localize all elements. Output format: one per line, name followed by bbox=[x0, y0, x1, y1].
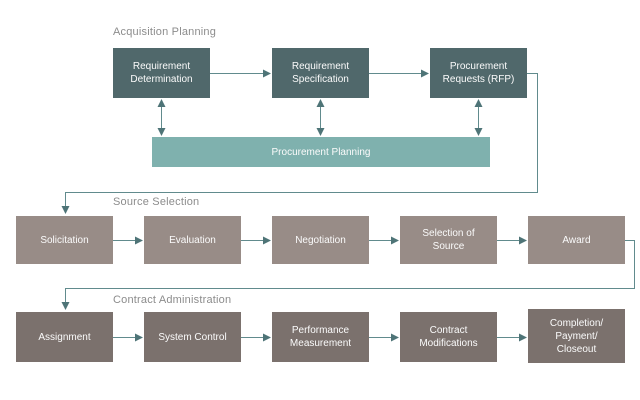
connector-rfp-to-solicitation bbox=[61, 73, 538, 214]
process-box-system-control: System Control bbox=[144, 312, 241, 362]
process-box-requirement-determination: Requirement Determination bbox=[113, 48, 210, 98]
process-box-contract-modifications: Contract Modifications bbox=[400, 312, 497, 362]
process-box-procurement-requests-rfp: Procurement Requests (RFP) bbox=[430, 48, 527, 98]
process-box-solicitation: Solicitation bbox=[16, 216, 113, 264]
section-label-acquisition-planning: Acquisition Planning bbox=[113, 26, 217, 38]
connector-award-to-assignment bbox=[61, 240, 635, 310]
process-box-performance-measurement: Performance Measurement bbox=[272, 312, 369, 362]
process-box-negotiation: Negotiation bbox=[272, 216, 369, 264]
process-box-selection-of-source: Selection of Source bbox=[400, 216, 497, 264]
section-label-contract-administration: Contract Administration bbox=[113, 294, 232, 306]
section-label-source-selection: Source Selection bbox=[113, 196, 200, 208]
process-box-requirement-specification: Requirement Specification bbox=[272, 48, 369, 98]
process-box-award: Award bbox=[528, 216, 625, 264]
process-box-assignment: Assignment bbox=[16, 312, 113, 362]
process-box-evaluation: Evaluation bbox=[144, 216, 241, 264]
process-box-completion-payment-closeout: Completion/ Payment/ Closeout bbox=[528, 309, 625, 363]
procurement-planning-bar: Procurement Planning bbox=[152, 137, 490, 167]
